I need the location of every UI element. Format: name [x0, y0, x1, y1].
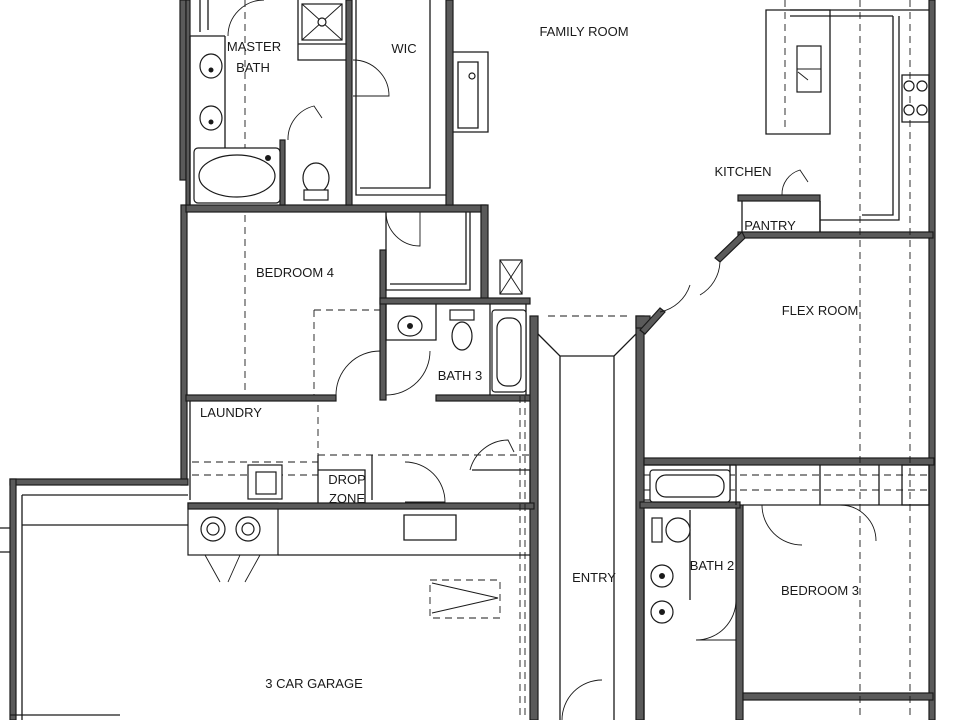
doors — [204, 0, 877, 720]
wall-wic-right — [445, 0, 454, 206]
sink-icon — [199, 53, 223, 79]
walls — [9, 0, 936, 720]
door-toilet — [287, 105, 323, 141]
wall-bath3-top — [379, 297, 531, 305]
door-drop-zone — [404, 461, 446, 503]
label-bedroom-3: BEDROOM 3 — [781, 583, 859, 598]
door-bed3-closet-right — [839, 504, 877, 542]
label-bedroom-4: BEDROOM 4 — [256, 265, 334, 280]
door-bed4 — [335, 350, 381, 396]
door-wic — [352, 59, 390, 97]
toilet-icon — [451, 321, 473, 351]
thin-lines — [0, 0, 930, 720]
label-pantry: PANTRY — [744, 218, 796, 233]
door-master-bath — [227, 0, 265, 37]
door-bed3 — [695, 599, 737, 641]
wall-entry-left — [529, 315, 539, 720]
wall-garage-house — [187, 502, 535, 510]
wall-bed3-left — [735, 504, 744, 720]
fixtures — [193, 3, 928, 624]
label-entry: ENTRY — [572, 570, 616, 585]
wall-garage-top — [9, 478, 189, 486]
wall-wic-left — [345, 0, 353, 206]
wall-garage-left — [9, 478, 17, 720]
wall-flex-bottom — [643, 457, 935, 466]
wall-bath2-top — [639, 501, 741, 509]
door-bed4-closet — [385, 211, 421, 247]
label-drop-zone-2: ZONE — [329, 491, 365, 506]
label-drop-zone-1: DROP — [328, 472, 366, 487]
label-family-room: FAMILY ROOM — [539, 24, 628, 39]
door-bath3 — [385, 350, 431, 396]
wall-flex-top — [737, 231, 934, 239]
label-wic: WIC — [391, 41, 416, 56]
label-laundry: LAUNDRY — [200, 405, 262, 420]
wall-mb-toilet — [279, 139, 286, 206]
wall-pantry-top — [737, 194, 821, 202]
label-garage: 3 CAR GARAGE — [265, 676, 363, 691]
label-master-bath-2: BATH — [236, 60, 270, 75]
wall-bed4-right — [379, 249, 387, 401]
dashed-lines — [192, 0, 929, 720]
door-hall — [469, 439, 515, 471]
door-flex — [659, 261, 721, 313]
label-kitchen: KITCHEN — [714, 164, 771, 179]
wall-entry-right — [635, 315, 645, 720]
wall-bath3-bottom — [435, 394, 537, 402]
label-bath-2: BATH 2 — [690, 558, 735, 573]
door-entry — [561, 679, 603, 720]
sink-icon — [199, 105, 223, 131]
toilet-icon — [665, 517, 691, 543]
wall-left-upper — [179, 0, 187, 181]
wall-bed4-bottom — [185, 394, 337, 402]
wall-left-mid — [180, 204, 188, 486]
label-master-bath-1: MASTER — [227, 39, 281, 54]
label-flex-room: FLEX ROOM — [782, 303, 859, 318]
wall-bed4-closet-right — [480, 204, 489, 301]
toilet-icon — [302, 162, 330, 194]
door-garage — [204, 554, 261, 583]
wall-bed3-bottom — [742, 692, 934, 701]
attic-stair-icon — [431, 582, 499, 614]
door-bed3-closet-left — [761, 504, 803, 546]
wall-right — [928, 0, 936, 720]
room-labels: FAMILY ROOM MASTER BATH WIC KITCHEN PANT… — [200, 24, 859, 691]
range-icon — [903, 80, 915, 92]
door-pantry — [781, 169, 809, 196]
label-bath-3: BATH 3 — [438, 368, 483, 383]
wall-bed4-top — [185, 204, 487, 213]
